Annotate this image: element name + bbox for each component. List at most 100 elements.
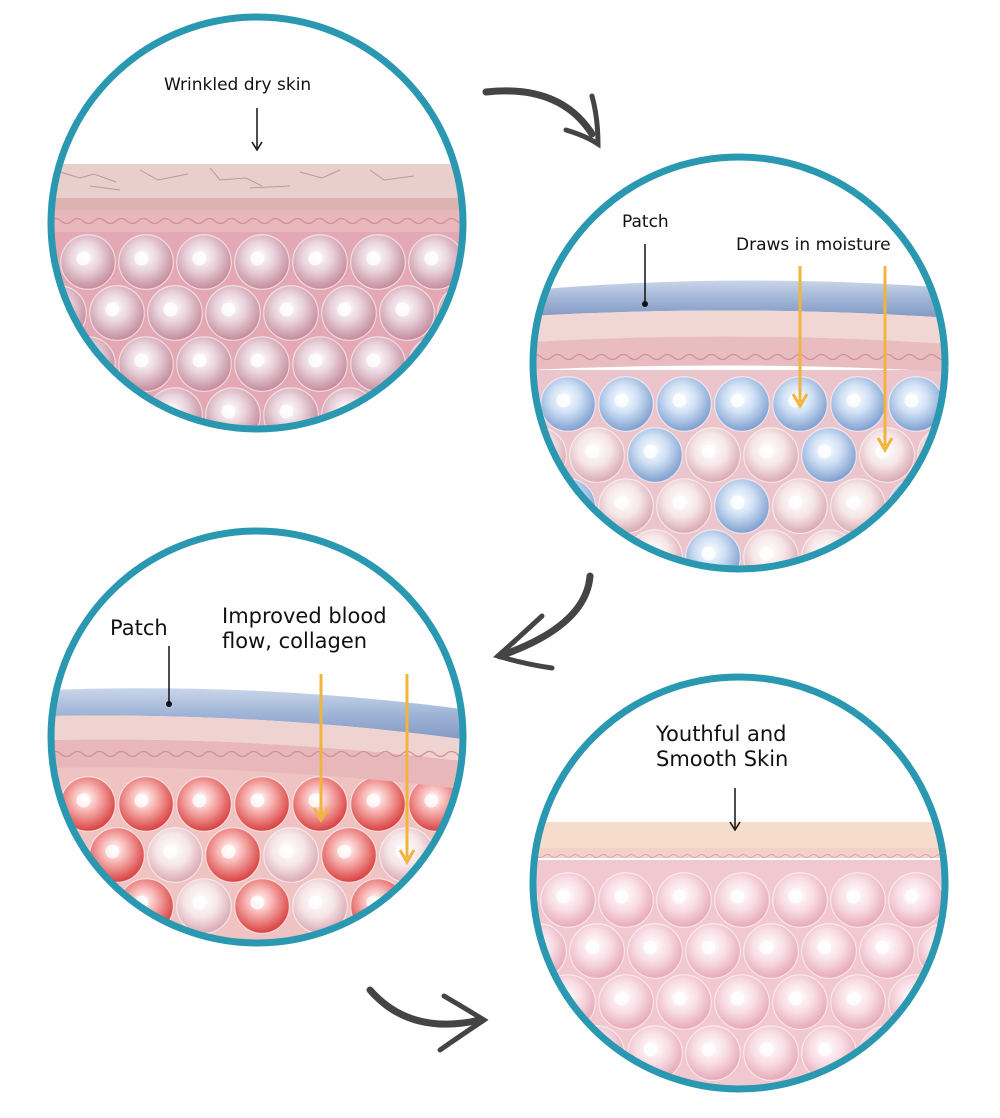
skin-cell (533, 376, 538, 432)
cell-highlight (424, 895, 439, 910)
cell-highlight (556, 393, 571, 408)
cell-highlight (614, 889, 629, 904)
cell-highlight (192, 793, 207, 808)
skin-cell (467, 337, 522, 392)
cell-highlight (701, 444, 716, 459)
cell-highlight (250, 895, 265, 910)
cell-highlight (337, 302, 352, 317)
skin-cell (51, 387, 87, 429)
cell-highlight (614, 495, 629, 510)
cell-highlight (51, 844, 62, 859)
cell-highlight (453, 844, 463, 859)
skin-cell (976, 1026, 1000, 1081)
cell-highlight (730, 991, 745, 1006)
smooth-top-layer (533, 822, 945, 848)
skin-cell (437, 387, 463, 429)
cell-highlight (192, 895, 207, 910)
cell-highlight (134, 251, 149, 266)
curved-arrow-right (366, 986, 489, 1053)
cell-highlight (18, 354, 32, 368)
cell-highlight (482, 354, 496, 368)
skin-cell (89, 387, 145, 429)
cell-highlight (250, 251, 265, 266)
cell-highlight (759, 1042, 774, 1057)
skin-cell (976, 924, 1000, 979)
skin-cell (859, 529, 915, 569)
skin-cell (947, 479, 1000, 534)
skin-cell (533, 974, 538, 1030)
skin-cell (51, 878, 58, 934)
cell-highlight (533, 444, 542, 459)
cell-highlight (701, 546, 716, 561)
cell-highlight (51, 302, 62, 317)
skin-cell (533, 478, 538, 534)
skin-cell (437, 827, 463, 883)
cell-highlight (192, 251, 207, 266)
cell-highlight (933, 1042, 945, 1057)
cell-highlight (701, 940, 716, 955)
cell-highlight (482, 794, 496, 808)
cell-highlight (533, 546, 542, 561)
skin-cell (917, 1025, 945, 1081)
cell-highlight (643, 1042, 658, 1057)
cell-highlight (221, 404, 236, 419)
cell-highlight (308, 895, 323, 910)
cell-highlight (614, 393, 629, 408)
cell-highlight (453, 404, 463, 419)
cell-highlight (904, 393, 919, 408)
cell-highlight (846, 393, 861, 408)
cell-highlight (701, 1042, 716, 1057)
cell-highlight (991, 547, 1000, 561)
flow-ring (47, 527, 467, 947)
skin-cell (888, 478, 944, 534)
cell-highlight (991, 1043, 1000, 1057)
cell-highlight (846, 889, 861, 904)
skin-cell (379, 387, 435, 429)
skin-cell (51, 285, 87, 341)
skin-cell (408, 336, 463, 392)
cell-highlight (875, 940, 890, 955)
cell-highlight (511, 303, 525, 317)
cell-highlight (279, 844, 294, 859)
skin-cell (533, 529, 567, 569)
cell-highlight (395, 302, 410, 317)
cell-highlight (395, 404, 410, 419)
cell-highlight (192, 353, 207, 368)
cell-highlight (933, 444, 945, 459)
cell-highlight (498, 992, 512, 1006)
cell-highlight (614, 991, 629, 1006)
cell-highlight (759, 940, 774, 955)
cell-highlight (991, 941, 1000, 955)
cell-highlight (51, 404, 62, 419)
cell-highlight (424, 251, 439, 266)
skin-cell (947, 975, 1000, 1030)
cell-highlight (482, 896, 496, 910)
cell-highlight (962, 992, 976, 1006)
cell-highlight (134, 353, 149, 368)
cell-highlight (730, 393, 745, 408)
cell-highlight (250, 793, 265, 808)
cell-highlight (511, 845, 525, 859)
cell-highlight (556, 495, 571, 510)
cell-highlight (962, 496, 976, 510)
cell-highlight (424, 353, 439, 368)
cell-highlight (163, 302, 178, 317)
cell-highlight (643, 940, 658, 955)
patch-layer-3 (51, 688, 463, 740)
skin-cell (569, 529, 625, 569)
dry-top-layer (51, 164, 463, 198)
cell-highlight (904, 495, 919, 510)
cell-highlight (105, 404, 120, 419)
cell-highlight (788, 495, 803, 510)
skin-cell (533, 1025, 567, 1081)
curved-arrow-left (493, 572, 594, 671)
cell-highlight (498, 496, 512, 510)
skin-cell (408, 878, 463, 934)
cell-highlight (424, 793, 439, 808)
skin-cell (467, 235, 522, 290)
cell-highlight (533, 1042, 542, 1057)
cell-highlight (672, 393, 687, 408)
cell-highlight (279, 302, 294, 317)
cell-highlight (76, 895, 91, 910)
